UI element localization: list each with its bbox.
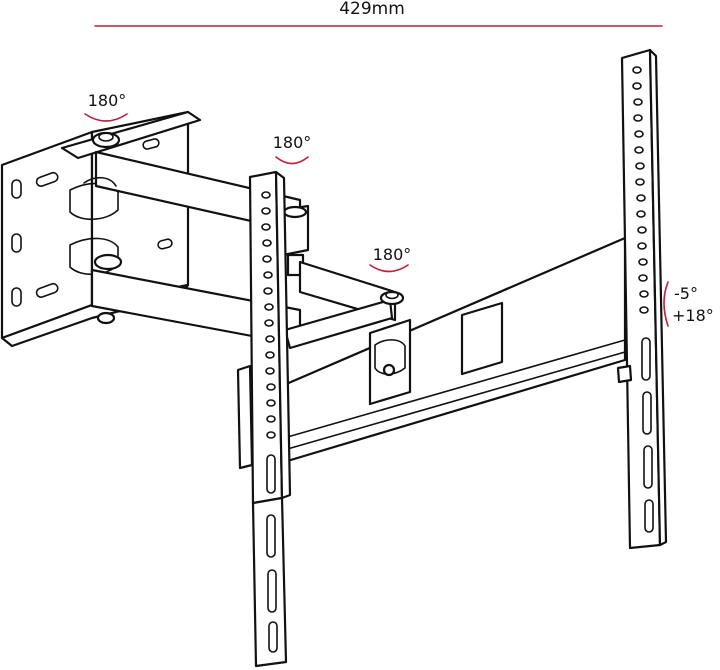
mount-hole: [266, 415, 276, 423]
mount-hole: [261, 191, 271, 199]
vertical-bracket-right-holes: [632, 66, 654, 533]
vertical-bracket-left-tab: [236, 364, 254, 470]
arm-joint-curve: [83, 176, 117, 187]
pivot-nut: [91, 131, 121, 149]
pivot-1: 180°: [84, 91, 128, 149]
mount-hole: [262, 239, 272, 247]
mount-hole: [266, 431, 276, 439]
vertical-bracket-left-lower: [251, 496, 288, 668]
mount-hole: [638, 274, 648, 282]
mount-hole: [266, 383, 276, 391]
mount-hole: [261, 207, 271, 215]
tilt-up-label: +18°: [672, 306, 714, 325]
mount-hole: [639, 290, 649, 298]
rotation-arrow: [275, 156, 309, 165]
mount-hole: [635, 178, 645, 186]
tilt-bracket-cutout: [374, 339, 406, 375]
rotation-arrow: [369, 264, 409, 273]
tilt-down-label: -5°: [674, 284, 698, 303]
wall-slot: [35, 282, 59, 298]
mount-hole: [637, 226, 647, 234]
width-label: 429mm: [339, 0, 405, 19]
mount-hole: [632, 66, 642, 74]
mount-hole: [639, 306, 649, 314]
arm-joint-nut: [93, 253, 123, 271]
mount-slot: [268, 621, 278, 653]
tilt-bolt: [382, 363, 396, 377]
vertical-bracket-right-edge: [648, 48, 668, 547]
tilt-bracket: [368, 318, 412, 406]
mount-hole: [638, 258, 648, 266]
mount-slot: [644, 499, 654, 533]
arm-secondary-lower: [283, 298, 394, 350]
wall-plate-top-flange: [60, 110, 202, 160]
mount-hole: [636, 194, 646, 202]
mount-hole: [264, 319, 274, 327]
mount-hole: [265, 335, 275, 343]
arm-secondary: [283, 260, 397, 350]
mount-hole: [265, 351, 275, 359]
tv-crossbar: [282, 236, 627, 464]
mount-slot: [643, 445, 653, 489]
mount-hole: [635, 162, 645, 170]
mount-hole: [266, 399, 276, 407]
wall-slot: [11, 179, 22, 199]
rotation-label-1: 180°: [88, 91, 127, 110]
crossbar-face: [282, 236, 627, 464]
mount-slot: [266, 514, 276, 558]
wall-plate-bracket: [69, 182, 119, 221]
vertical-bracket-right: [616, 48, 668, 550]
mount-hole: [263, 271, 273, 279]
crossbar-window: [460, 301, 504, 376]
mount-hole: [261, 223, 271, 231]
pivot-nut-top: [98, 132, 114, 142]
arm-primary: [83, 150, 302, 347]
rotation-label-3: 180°: [373, 245, 412, 264]
pivot-2: 180°: [273, 133, 312, 277]
mount-hole: [264, 303, 274, 311]
mount-hole: [634, 130, 644, 138]
arm-joint-nut: [96, 311, 116, 325]
mount-slot: [642, 391, 652, 435]
mount-hole: [637, 242, 647, 250]
tilt-indicator: -5° +18°: [663, 281, 714, 327]
vertical-bracket-left-edge: [274, 170, 292, 500]
wall-slot: [142, 138, 160, 150]
vertical-bracket-right-clip: [616, 364, 633, 384]
mount-hole: [636, 210, 646, 218]
vertical-bracket-left: [236, 170, 292, 505]
mount-hole: [634, 146, 644, 154]
mount-hole: [262, 255, 272, 263]
pivot-2-nut: [282, 205, 308, 219]
width-dimension: 429mm: [94, 0, 663, 27]
wall-slot: [11, 233, 22, 253]
mount-hole: [633, 98, 643, 106]
rotation-arrow: [84, 113, 128, 122]
pivot-3: 180°: [369, 245, 412, 306]
wall-slot: [35, 171, 59, 187]
rotation-label-2: 180°: [273, 133, 312, 152]
wall-slot: [11, 287, 22, 307]
mount-hole: [265, 367, 275, 375]
crossbar-edge: [283, 339, 626, 439]
mount-hole: [632, 82, 642, 90]
mount-hole: [263, 287, 273, 295]
mount-slot: [641, 337, 651, 381]
crossbar-edge: [283, 351, 626, 451]
vertical-bracket-left-holes: [261, 191, 276, 494]
pivot-3-nut-top: [385, 290, 399, 300]
mount-slot: [267, 569, 277, 613]
wall-slot: [157, 238, 173, 250]
mount-slot: [266, 454, 276, 494]
tilt-arrow: [663, 281, 669, 327]
mount-hole: [633, 114, 643, 122]
